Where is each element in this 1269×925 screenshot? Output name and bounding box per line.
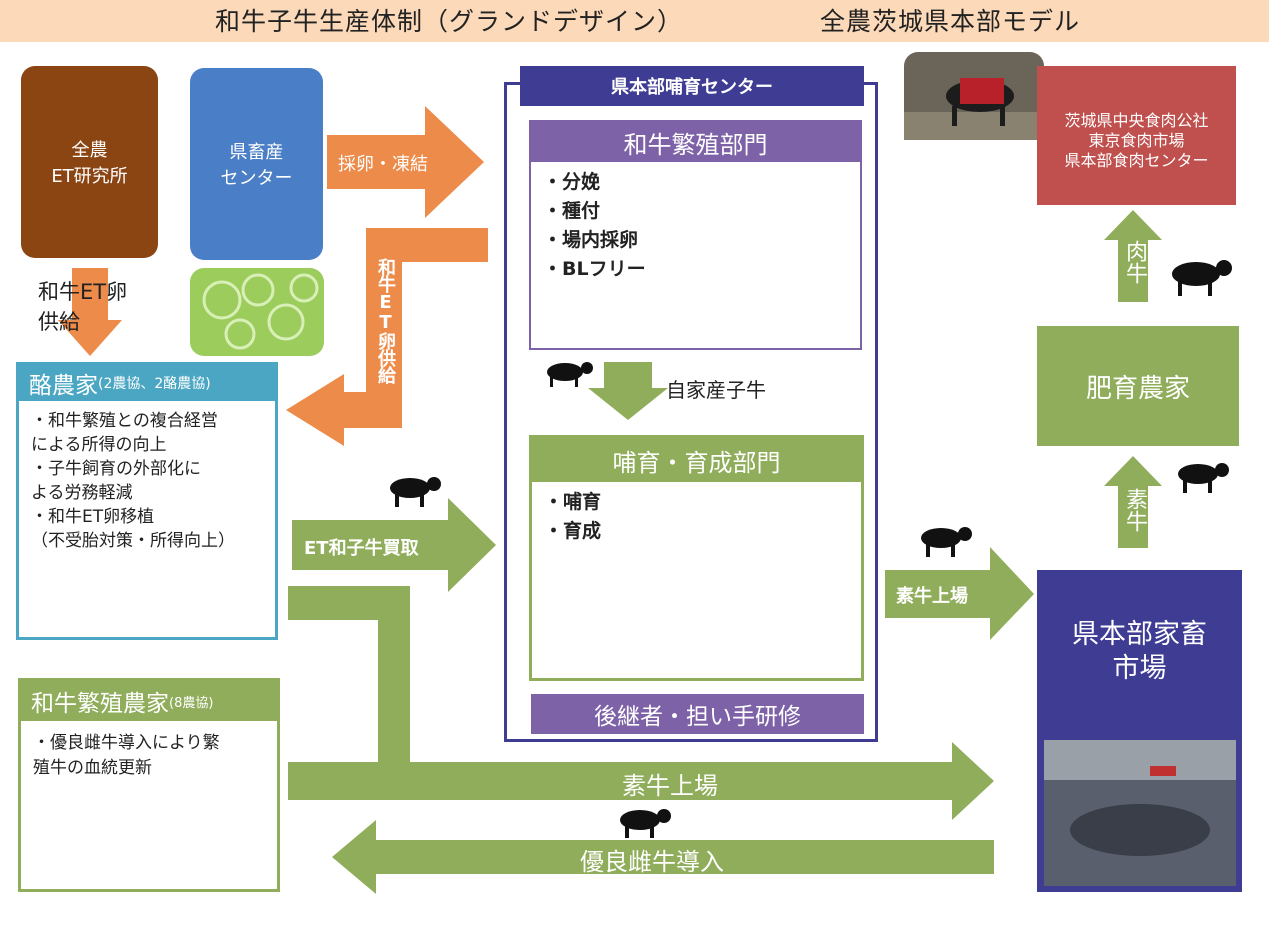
et-calf-purchase-arrow (292, 498, 496, 592)
dairy-title: 酪農家 (29, 373, 98, 399)
fattening-farm-box: 肥育農家 (1037, 326, 1239, 446)
dairy-note: (2農協、2酪農協) (98, 376, 211, 392)
nursing-item: ・育成 (544, 520, 602, 542)
breeding-item: ・種付 (543, 200, 601, 222)
dairy-item: ・和牛ET卵移植 (31, 507, 155, 527)
livestock-market-box: 県本部家畜 市場 (1037, 570, 1242, 892)
breeding-division-title: 和牛繁殖部門 (623, 130, 768, 159)
dairy-item: ・和牛繁殖との複合経営 (31, 411, 218, 431)
egg-freeze-arrow (327, 106, 484, 218)
calf-up-arrow (1104, 456, 1162, 548)
dairy-farmer-panel: 酪農家 (2農協、2酪農協) ・和牛繁殖との複合経営 による所得の向上 ・子牛飼… (16, 362, 278, 640)
nursing-center-title-text: 県本部哺育センター (611, 77, 773, 98)
title-bar (0, 0, 1269, 42)
livestock-center-line1: 県畜産 (229, 142, 284, 163)
cow-icon (620, 809, 671, 838)
breeder-title: 和牛繁殖農家 (31, 691, 169, 717)
cow-icon (921, 527, 972, 557)
et-supply-vertical-label: 和牛ET卵供給 (375, 258, 396, 383)
model-title: 全農茨城県本部モデル (820, 7, 1081, 36)
cow-icon (1172, 260, 1232, 296)
nursing-item: ・哺育 (544, 491, 602, 513)
egg-freeze-label: 採卵・凍結 (338, 154, 428, 175)
et-lab-line1: 全農 (71, 140, 108, 161)
breeder-item: ・優良雌牛導入により繁 (33, 733, 220, 753)
breeder-panel: 和牛繁殖農家 (8農協) ・優良雌牛導入により繁 殖牛の血統更新 (18, 678, 280, 892)
et-calf-purchase-label: ET和子牛買取 (304, 538, 419, 559)
training-label: 後継者・担い手研修 (594, 704, 801, 730)
training-bar: 後継者・担い手研修 (531, 694, 864, 734)
dairy-item: よる労務軽減 (31, 483, 133, 503)
calf-to-market-center-arrow (885, 547, 1034, 640)
et-supply-arrow (58, 268, 122, 356)
calf-to-market-bottom-label: 素牛上場 (622, 772, 718, 800)
cow-icon (547, 362, 593, 387)
breeding-item: ・場内採卵 (543, 229, 639, 251)
calf-to-market-center-label: 素牛上場 (896, 586, 968, 607)
cow-introduction-arrow (332, 820, 994, 894)
et-supply-label: 和牛ET卵供給 (38, 280, 128, 334)
breeding-item: ・BLフリー (543, 258, 646, 280)
nursing-center-title: 県本部哺育センター (520, 66, 864, 106)
page-title: 和牛子牛生産体制（グランドデザイン） (215, 7, 684, 36)
breeding-item: ・分娩 (543, 171, 601, 193)
meat-market-item: 茨城県中央食肉公社 (1064, 110, 1209, 130)
cow-icon (390, 477, 441, 507)
et-lab-line2: ET研究所 (51, 166, 128, 187)
nursing-division-title: 哺育・育成部門 (612, 448, 781, 477)
dairy-item: ・子牛飼育の外部化に (31, 459, 201, 479)
cow-introduction-label: 優良雌牛導入 (580, 848, 724, 876)
meat-market-item: 県本部食肉センター (1064, 150, 1209, 170)
calf-to-market-bottom-arrow (288, 586, 994, 820)
own-calf-arrow (588, 362, 668, 420)
own-calf-label: 自家産子牛 (666, 378, 766, 402)
et-lab-box: 全農 ET研究所 (21, 66, 158, 258)
market-line2: 市場 (1112, 653, 1167, 684)
dairy-item: （不受胎対策・所得向上） (31, 531, 235, 551)
dairy-item: による所得の向上 (31, 435, 167, 455)
cow-icon (1178, 463, 1229, 493)
fattening-farm-label: 肥育農家 (1085, 373, 1190, 404)
breeder-note: (8農協) (169, 695, 214, 711)
meat-market-item: 東京食肉市場 (1088, 130, 1185, 150)
livestock-center-box: 県畜産 センター (190, 68, 323, 260)
meat-markets-box: 茨城県中央食肉公社 東京食肉市場 県本部食肉センター (1037, 66, 1236, 205)
breeder-item: 殖牛の血統更新 (33, 758, 152, 778)
market-line1: 県本部家畜 (1072, 619, 1207, 650)
breeding-division-panel: 和牛繁殖部門 ・分娩 ・種付 ・場内採卵 ・BLフリー (529, 120, 862, 350)
nursing-division-panel: 哺育・育成部門 ・哺育 ・育成 (529, 435, 864, 681)
meat-up-label: 肉牛 (1122, 240, 1147, 284)
livestock-center-line2: センター (220, 168, 293, 189)
et-supply-l-arrow (286, 228, 488, 446)
calf-up-label: 素牛 (1122, 488, 1147, 532)
meat-up-arrow (1104, 210, 1162, 302)
